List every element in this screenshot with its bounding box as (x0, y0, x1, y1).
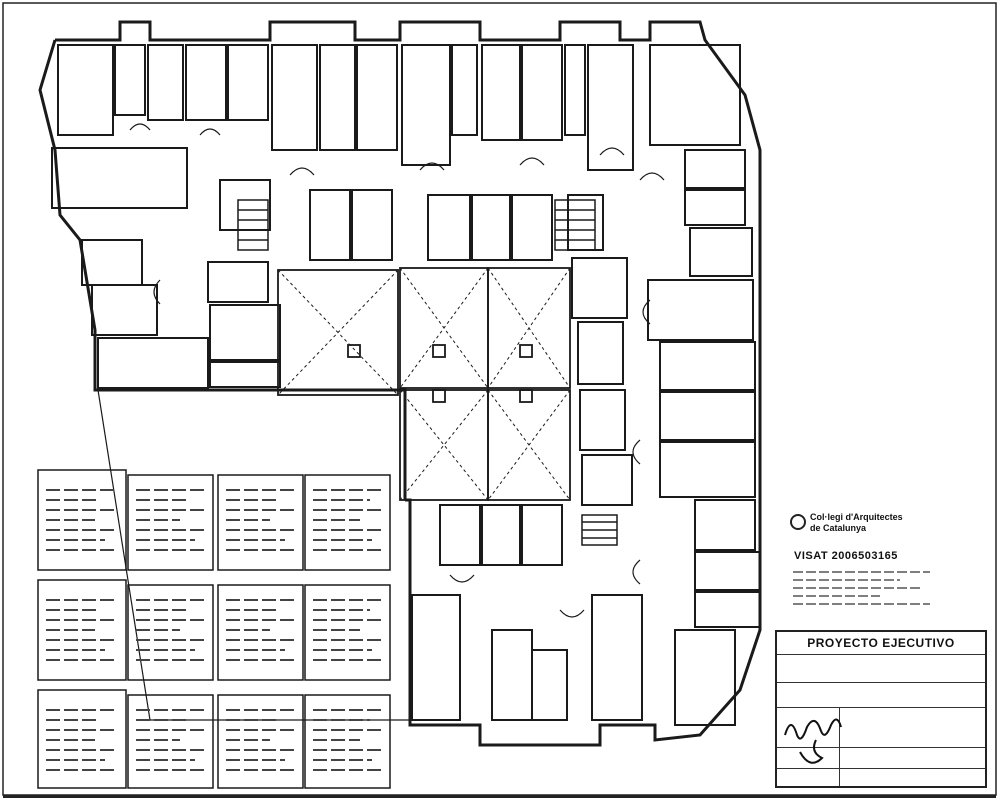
central-courtyard (277, 267, 571, 501)
seal-fine-print (793, 571, 930, 605)
visat-number: VISAT 2006503165 (794, 550, 898, 562)
title-block-divider (777, 707, 985, 708)
door-swings (129, 123, 665, 618)
college-seal-icon (790, 514, 806, 530)
college-seal: Col·legi d'Arquitectes de Catalunya VISA… (790, 512, 1000, 632)
project-title: PROYECTO EJECUTIVO (807, 636, 955, 650)
stair-cores (237, 199, 618, 546)
title-block-divider (777, 654, 985, 655)
title-block-divider (839, 707, 840, 786)
building-perimeter (38, 20, 762, 747)
west-wing-rooms (81, 239, 281, 389)
north-wing-rooms (51, 44, 741, 261)
title-block-divider (777, 747, 985, 748)
title-block-divider (777, 768, 985, 769)
area-schedule-tables (37, 469, 391, 789)
seal-org-line2: de Catalunya (810, 523, 867, 533)
title-block: PROYECTO EJECUTIVO (775, 630, 987, 788)
east-wing-rooms (571, 149, 761, 628)
south-wing-rooms (411, 504, 736, 726)
seal-org-line1: Col·legi d'Arquitectes (810, 512, 903, 522)
title-block-divider (777, 682, 985, 683)
